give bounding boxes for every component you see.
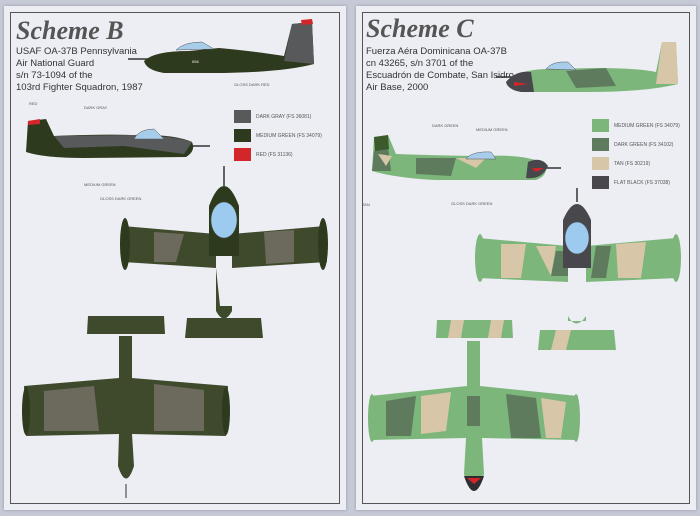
callout-label: MEDIUM GREEN: [476, 127, 508, 132]
color-swatch: [234, 110, 251, 123]
description-line: 103rd Fighter Squadron, 1987: [16, 82, 143, 93]
top-view: [120, 166, 328, 338]
bottom-view: [368, 320, 580, 491]
legend-item: DARK GRAY (FS 36081): [234, 107, 322, 126]
side-view-left-profile: DARK GREEN MEDIUM GREEN TAN GLOSS DARK G…: [362, 123, 561, 207]
page-frame: [362, 12, 690, 504]
color-legend: MEDIUM GREEN (FS 34079) DARK GREEN (FS 3…: [592, 116, 680, 192]
color-swatch: [592, 119, 609, 132]
legend-label: TAN (FS 30219): [614, 160, 651, 167]
legend-label: RED (FS 31136): [256, 151, 293, 158]
description-line: Escuadrón de Combate, San Isidro: [366, 70, 514, 81]
legend-item: DARK GREEN (FS 34102): [592, 135, 680, 154]
side-view-right-profile: [496, 42, 678, 92]
legend-item: RED (FS 31136): [234, 145, 322, 164]
callout-label: GLOSS DARK GREEN: [100, 196, 141, 201]
description-line: cn 43265, s/n 3701 of the: [366, 58, 474, 69]
legend-item: MEDIUM GREEN (FS 34079): [234, 126, 322, 145]
color-legend: DARK GRAY (FS 36081) MEDIUM GREEN (FS 34…: [234, 107, 322, 164]
legend-label: MEDIUM GREEN (FS 34079): [256, 132, 322, 139]
legend-label: DARK GRAY (FS 36081): [256, 113, 312, 120]
legend-label: DARK GREEN (FS 34102): [614, 141, 674, 148]
legend-label: FLAT BLACK (FS 37038): [614, 179, 670, 186]
side-view-left-profile: RED DARK GRAY MEDIUM GREEN GLOSS DARK GR…: [26, 101, 210, 201]
legend-item: TAN (FS 30219): [592, 154, 680, 173]
description-line: USAF OA-37B Pennsylvania: [16, 46, 137, 57]
page-frame: [10, 12, 340, 504]
serial-number: 094: [192, 59, 199, 64]
scheme-c-aircraft-drawings: DARK GREEN MEDIUM GREEN TAN GLOSS DARK G…: [362, 42, 681, 491]
callout-label: GLOSS DARK GREEN: [451, 201, 492, 206]
callout-label: RED: [29, 101, 38, 106]
scheme-b-page: Scheme B USAF OA-37B Pennsylvania Air Na…: [4, 6, 346, 510]
scheme-b-title: Scheme B: [16, 16, 124, 45]
legend-item: MEDIUM GREEN (FS 34079): [592, 116, 680, 135]
color-swatch: [592, 157, 609, 170]
description-line: Fuerza Aéra Dominicana OA-37B: [366, 46, 507, 57]
bottom-view: [22, 316, 230, 498]
scheme-c-page: Scheme C Fuerza Aéra Dominicana OA-37B c…: [356, 6, 696, 510]
description-line: s/n 73-1094 of the: [16, 70, 93, 81]
side-view-right-profile: 094 GLOSS DARK RED: [128, 19, 314, 87]
top-view: [475, 188, 681, 350]
scheme-b-aircraft-drawings: 094 GLOSS DARK RED RED DARK GRAY MEDIUM …: [22, 19, 328, 498]
callout-label: TAN: [362, 202, 370, 207]
callout-label: DARK GREEN: [432, 123, 459, 128]
callout-label: DARK GRAY: [84, 105, 108, 110]
callout-label: MEDIUM GREEN: [84, 182, 116, 187]
scheme-b-description: USAF OA-37B Pennsylvania Air National Gu…: [16, 46, 143, 94]
color-swatch: [592, 138, 609, 151]
color-swatch: [234, 148, 251, 161]
color-swatch: [592, 176, 609, 189]
scheme-c-description: Fuerza Aéra Dominicana OA-37B cn 43265, …: [366, 46, 514, 94]
description-line: Air Base, 2000: [366, 82, 429, 93]
description-line: Air National Guard: [16, 58, 95, 69]
legend-item: FLAT BLACK (FS 37038): [592, 173, 680, 192]
legend-label: MEDIUM GREEN (FS 34079): [614, 122, 680, 129]
color-swatch: [234, 129, 251, 142]
callout-label: GLOSS DARK RED: [234, 82, 270, 87]
scheme-c-title: Scheme C: [366, 14, 474, 43]
